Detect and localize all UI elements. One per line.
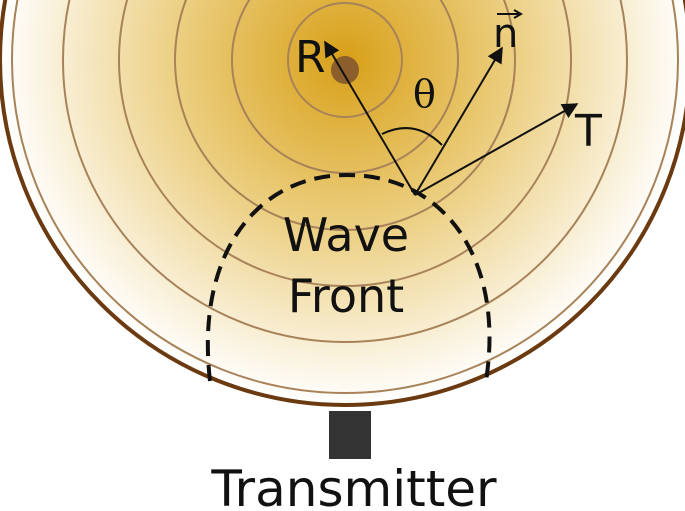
normal-vector-bar-head-icon [513,9,524,19]
ring-1 [287,2,403,118]
theta-label: θ [413,72,436,116]
normal-vector [414,46,503,196]
normal-label: n [493,11,518,57]
vectors [324,40,579,196]
transmitter-box [329,411,371,459]
field-region [0,0,685,405]
theta-arc [381,127,443,146]
ring-3 [174,0,516,231]
ring-4 [118,0,572,287]
wave-front-curve [205,172,492,382]
bowl-outline [0,0,685,407]
ring-5 [62,0,628,343]
wave-front-label-line1: Wave [283,208,409,262]
ring-2 [231,0,459,174]
concentric-rings [11,0,679,394]
wave-front-label-line2: Front [288,269,404,323]
tangent-label: T [574,106,602,157]
transmitter-label: Transmitter [210,460,497,511]
vector-to-reflector [324,40,416,196]
tangent-vector [414,103,579,196]
normal-label-group: n [493,9,524,57]
reflector-label: R [295,32,326,83]
ring-6 [11,0,679,394]
